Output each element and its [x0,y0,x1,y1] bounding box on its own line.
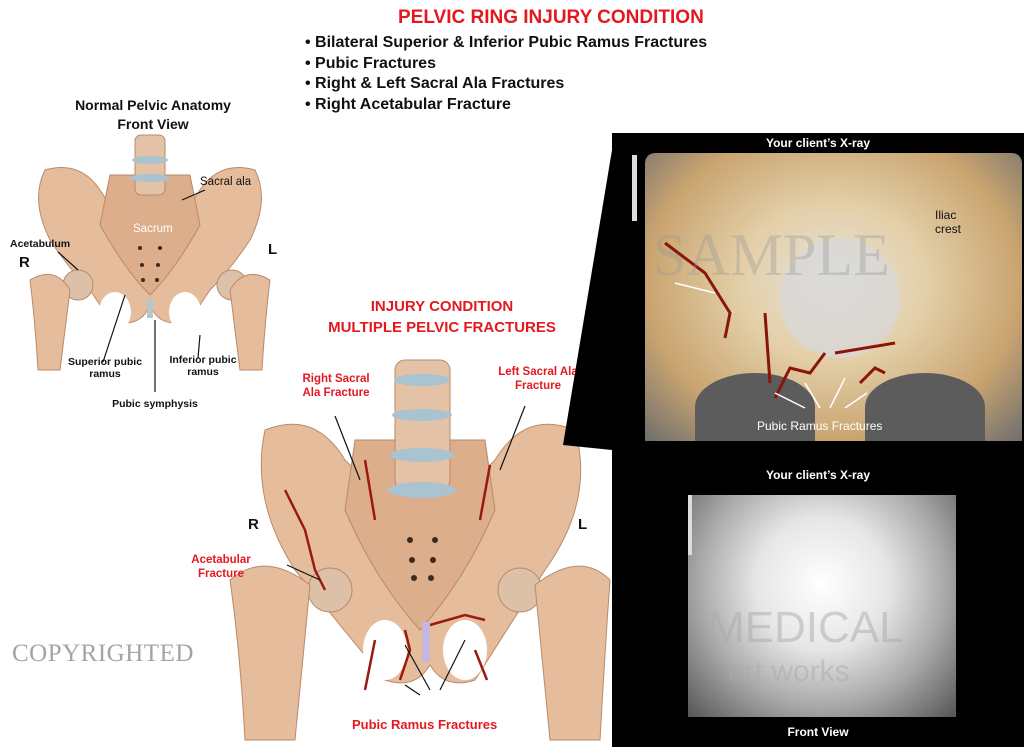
label-superior-pubic-ramus: Superior pubic ramus [67,356,143,380]
condition-item: Right & Left Sacral Ala Fractures [305,74,707,95]
xray-bottom-label: Your client’s X-ray [765,468,871,482]
condition-item: Right Acetabular Fracture [305,95,707,116]
injury-heading: INJURY CONDITION MULTIPLE PELVIC FRACTUR… [292,296,592,338]
heading-line: INJURY CONDITION [370,298,514,315]
main-title: PELVIC RING INJURY CONDITION [398,7,704,28]
xray-front-view-image: MEDICAL art works [688,495,956,717]
label-inferior-pubic-ramus: Inferior pubic ramus [169,354,237,378]
normal-anatomy-heading: Normal Pelvic Anatomy Front View [40,96,266,134]
heading-line: MULTIPLE PELVIC FRACTURES [328,319,556,336]
condition-list: Bilateral Superior & Inferior Pubic Ramu… [305,33,707,115]
xray-ruler [632,155,637,221]
label-sacral-ala: Sacral ala [200,176,252,188]
obturator-shadow [865,373,985,441]
label-right-sacral-ala-fracture: Right Sacral Ala Fracture [302,373,370,399]
obturator-shadow [695,373,815,441]
heading-line: Normal Pelvic Anatomy [75,97,231,113]
fractured-pelvis-illustration [229,359,611,741]
label-left-sacral-ala-fracture: Left Sacral Ala Fracture [498,366,578,392]
label-pubic-symphysis: Pubic symphysis [112,398,198,410]
label-left-side: L [578,516,588,533]
xray-ruler [688,495,692,555]
heading-line: Front View [117,116,189,132]
label-iliac-crest: Iliac crest [935,208,962,236]
condition-item: Bilateral Superior & Inferior Pubic Ramu… [305,33,707,54]
pelvic-inlet [780,238,900,358]
callout-pointer [563,150,612,450]
label-xray-pubic-ramus-fractures: Pubic Ramus Fractures [757,419,883,433]
condition-item: Pubic Fractures [305,54,707,75]
label-acetabulum: Acetabulum [10,238,71,250]
fracture-lines [664,241,896,409]
xray-panel: Your client’s X-ray SAMPLE Iliac crest P… [612,133,1024,747]
xray-top-label: Your client’s X-ray [765,136,871,150]
watermark-brand: MEDICAL [708,603,904,652]
label-left-side: L [268,241,278,258]
label-right-side: R [248,516,259,533]
label-right-side: R [19,254,30,271]
normal-pelvis-illustration [29,134,271,392]
watermark-brand: art works [728,655,850,688]
label-sacrum: Sacrum [133,223,173,235]
xray-front-view-caption: Front View [787,725,849,739]
watermark-copyrighted: COPYRIGHTED [12,640,194,667]
label-pubic-ramus-fractures: Pubic Ramus Fractures [352,717,498,732]
xray-colorized-image: SAMPLE Iliac crest Pubic Ramus Fractures [645,153,1022,441]
label-acetabular-fracture: Acetabular Fracture [191,554,251,580]
